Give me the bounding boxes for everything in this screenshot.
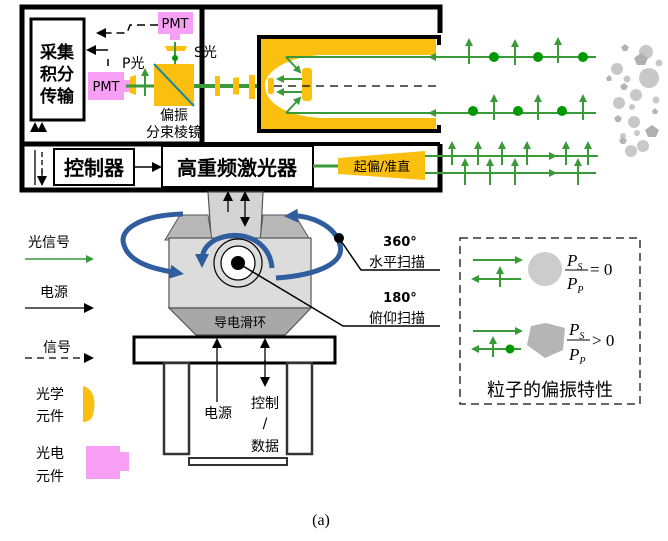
legend-signal-label: 信号 [43,340,71,356]
scanner-head: 导电滑环 [164,191,313,336]
controller-box: 控制器 [53,148,135,186]
acquisition-integration-box: 采集 积分 传输 [29,17,86,122]
nonspherical-particle-icon [527,323,565,358]
legend-photoelectric-element-icon [86,446,129,479]
nonspherical-ratio-den: PP [568,345,586,367]
legend-optical-element-2: 元件 [36,409,64,425]
legend-optical-element-icon [83,386,95,422]
spherical-ratio-num: PS [566,251,582,273]
legend-power-label: 电源 [40,285,68,301]
slip-ring-label: 导电滑环 [214,316,266,331]
expander-label: 起偏/准直 [354,160,410,175]
acq-line-2: 积分 [40,65,74,85]
particle-cloud [606,44,663,157]
elevation-scan-callout: 180° 俯仰扫描 [237,262,440,327]
spherical-ratio-den: PP [566,274,584,296]
nonspherical-ratio-relation: > 0 [592,331,614,350]
secondary-mirror-back [268,78,274,94]
legend-photoelectric-element-2: 元件 [36,469,64,485]
control-link [30,122,47,186]
legend-optical-element-1: 光学 [36,387,64,403]
pmt-p-label: PMT [93,80,120,95]
legend-photoelectric-element-1: 光电 [36,446,64,462]
p-light-label: P光 [122,56,144,72]
stand-power-label: 电源 [204,406,232,422]
laser-box: 高重频激光器 [161,145,314,188]
telescope-internal-rays [276,56,441,114]
acq-line-3: 传输 [39,86,75,107]
legend: 光信号 电源 信号 光学 元件 光电 元件 [25,235,129,485]
nonspherical-ratio-num: PS [568,320,584,342]
support-stand [132,335,337,466]
legend-optical-signal-label: 光信号 [28,235,70,251]
pmt-signal-arrows [86,24,158,66]
s-light-label: S光 [194,45,217,61]
controller-label: 控制器 [64,156,125,180]
receiving-telescope [257,35,441,133]
stand-control-label-1: 控制 [251,396,279,412]
splitter-label-1: 偏振 [160,108,188,124]
spherical-particle-row: PS PP = 0 [471,251,612,296]
pmt-s-detector: PMT [158,12,193,40]
secondary-mirror [302,68,312,101]
horizontal-scan-label: 水平扫描 [369,255,425,271]
return-beams [428,37,596,120]
horizontal-rotation-arrow [120,208,344,281]
polarization-characteristics-box: PS PP = 0 PS PP > 0 粒子的偏振特性 [459,237,641,405]
stand-control-label-3: 数据 [251,439,279,455]
stand-control-label-2: / [263,416,268,432]
s-polarization-dots [468,52,588,116]
splitter-label-2: 分束棱镜 [146,125,202,141]
elevation-scan-angle: 180° [383,291,417,306]
lens-3 [249,75,255,99]
laser-label: 高重频激光器 [177,156,298,180]
polarizing-beam-splitter [153,63,195,107]
outgoing-laser-beams [425,141,598,185]
lens-2 [233,77,239,95]
pmt-p-detector: PMT [88,72,130,100]
horizontal-scan-angle: 360° [383,235,417,250]
figure-caption: (a) [312,512,330,529]
spherical-particle-icon [528,252,562,286]
elevation-scan-label: 俯仰扫描 [369,311,425,327]
beam-expander: 起偏/准直 [338,151,425,180]
horizontal-scan-callout: 360° 水平扫描 [334,233,440,271]
acq-line-1: 采集 [39,42,75,63]
polarization-box-title: 粒子的偏振特性 [487,380,613,401]
nonspherical-particle-row: PS PP > 0 [471,320,614,367]
elevation-rotation-arrow [195,232,275,269]
lens-1 [215,76,220,96]
spherical-ratio-relation: = 0 [590,260,612,279]
s-polarization-dot [172,55,178,61]
pmt-s-label: PMT [162,17,189,32]
